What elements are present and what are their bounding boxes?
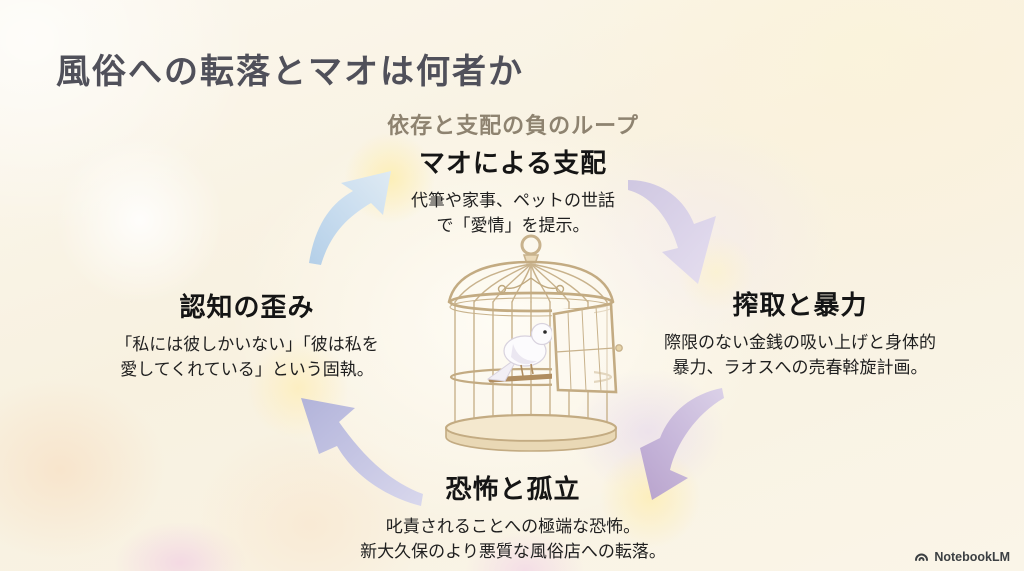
arrow-up-left-icon <box>301 398 423 506</box>
node-heading: 搾取と暴力 <box>732 290 868 320</box>
cycle-node-cognitive-distortion: 認知の歪み 「私には彼しかいない」「彼は私を 愛してくれている」という固執。 <box>82 287 412 382</box>
node-heading: 恐怖と孤立 <box>445 474 581 504</box>
cycle-node-mao-control: マオによる支配 代筆や家事、ペットの世話 で「愛情」を提示。 <box>343 143 683 238</box>
node-desc-line: 暴力、ラオスへの売春斡旋計画。 <box>672 358 928 377</box>
notebooklm-watermark: NotebookLM <box>914 549 1010 564</box>
arrow-down-left-icon <box>640 388 724 500</box>
notebooklm-logo-icon <box>915 553 929 561</box>
node-desc-line: 「私には彼しかいない」「彼は私を <box>115 335 379 354</box>
cycle-subtitle: 依存と支配の負のループ <box>387 113 639 138</box>
node-desc-line: 際限のない金銭の吸い上げと身体的 <box>664 333 936 352</box>
node-heading: 認知の歪み <box>179 292 315 322</box>
cycle-node-exploitation-violence: 搾取と暴力 際限のない金銭の吸い上げと身体的 暴力、ラオスへの売春斡旋計画。 <box>635 285 965 380</box>
node-desc-line: で「愛情」を提示。 <box>436 216 590 235</box>
node-desc-line: 愛してくれている」という固執。 <box>120 360 374 379</box>
slide-title: 風俗への転落とマオは何者か <box>56 53 524 91</box>
node-desc-line: 新大久保のより悪質な風俗店への転落。 <box>360 542 666 561</box>
cycle-node-fear-isolation: 恐怖と孤立 叱責されることへの極端な恐怖。 新大久保のより悪質な風俗店への転落。 <box>313 469 713 564</box>
watermark-label: NotebookLM <box>934 549 1010 564</box>
arrow-down-icon <box>628 180 716 284</box>
node-desc-line: 代筆や家事、ペットの世話 <box>411 191 615 210</box>
arrow-up-right-icon <box>309 171 391 265</box>
open-birdcage-with-dove-illustration <box>444 234 623 452</box>
node-desc-line: 叱責されることへの極端な恐怖。 <box>385 517 641 536</box>
node-heading: マオによる支配 <box>418 148 608 178</box>
